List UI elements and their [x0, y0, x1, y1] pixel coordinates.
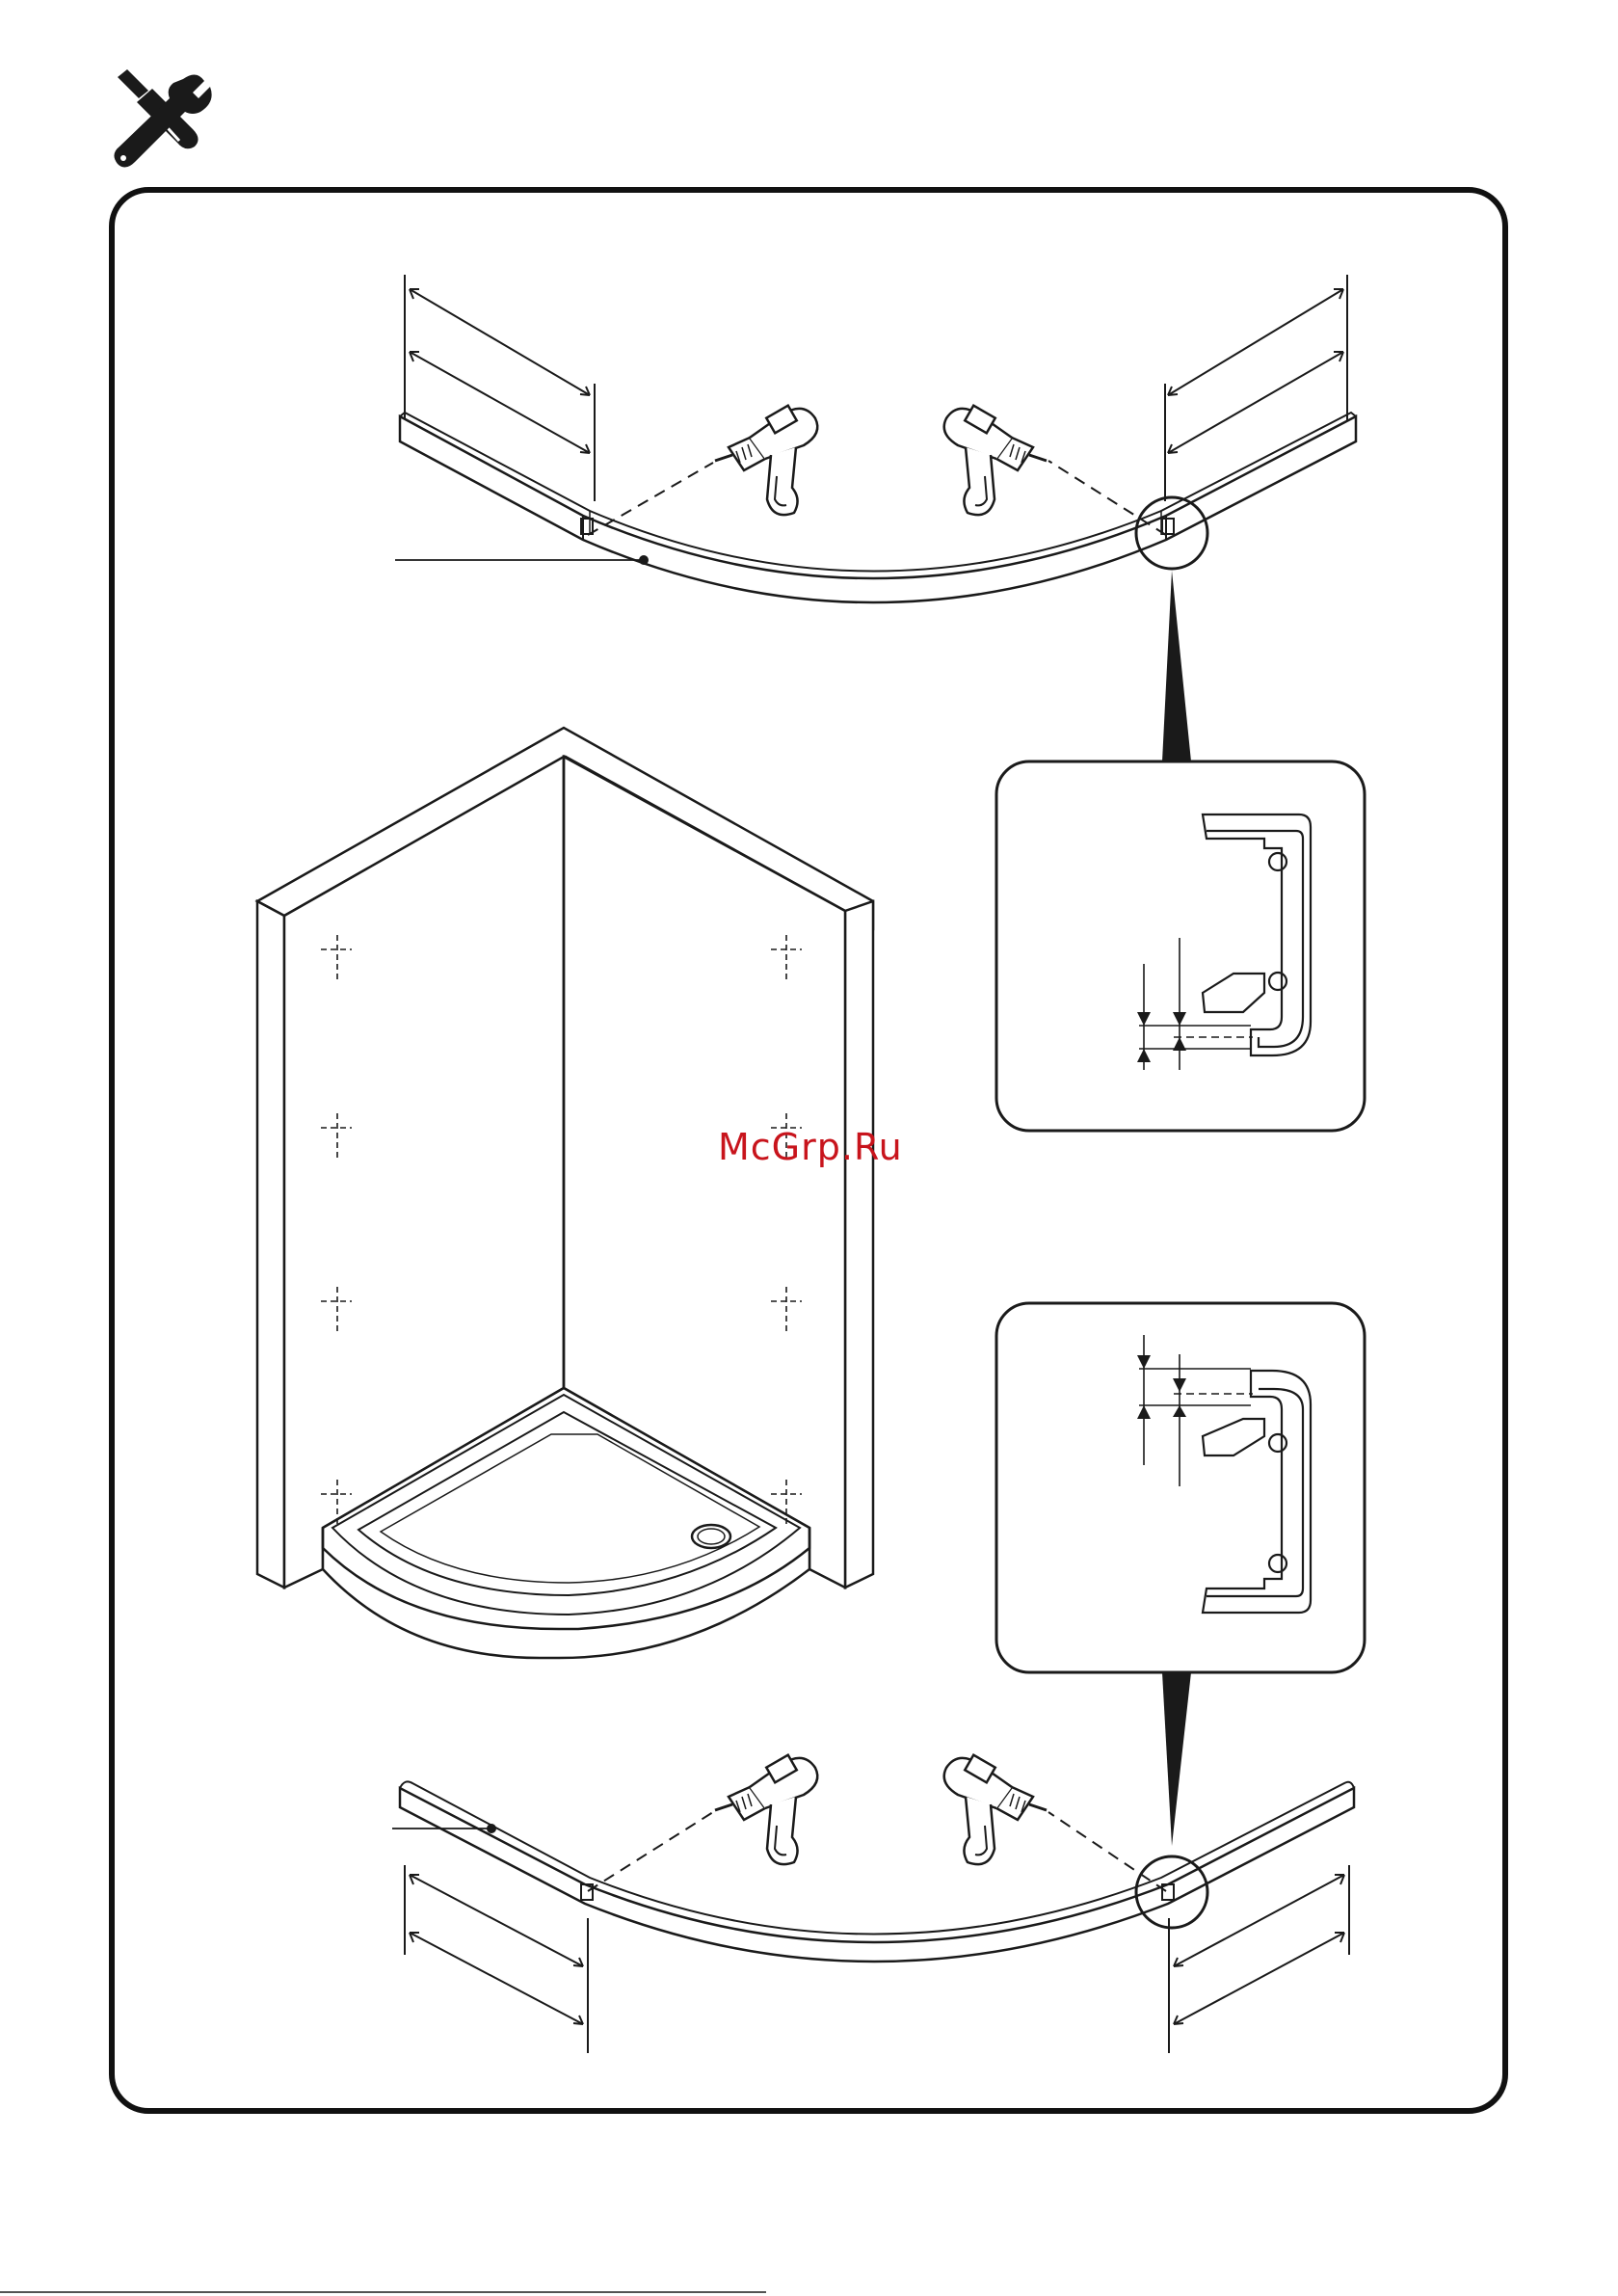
drill-icon	[715, 406, 817, 515]
bottom-rail-profile-section	[996, 1303, 1365, 1672]
detail-pointer	[1162, 571, 1191, 761]
tools-icon	[114, 69, 212, 199]
drill-icon	[944, 1755, 1047, 1864]
shower-enclosure	[257, 728, 873, 1658]
bottom-rail-assembly	[392, 1781, 1354, 2053]
watermark: McGrp.Ru	[718, 1126, 903, 1168]
drill-icon	[944, 406, 1047, 515]
detail-pointer	[1162, 1672, 1191, 1846]
top-rail-profile-section	[996, 761, 1365, 1131]
top-rail-assembly	[395, 275, 1356, 602]
drill-icon	[715, 1755, 817, 1864]
